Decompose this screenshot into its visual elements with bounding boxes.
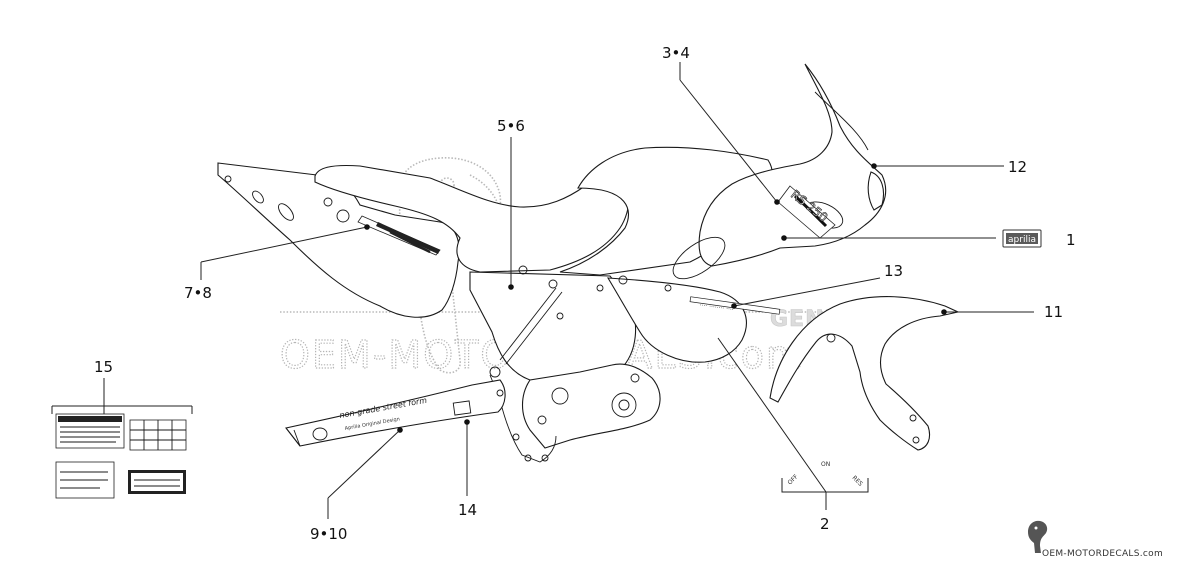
aprilia-badge-text: aprilia (1008, 235, 1036, 245)
footer-bird-icon (1028, 520, 1048, 553)
callout-5-6: 5•6 (497, 117, 525, 135)
callout-12: 12 (1008, 158, 1027, 176)
footer-watermark-text: OEM-MOTORDECALS.com (1042, 549, 1163, 559)
callout-15: 15 (94, 358, 113, 376)
callout-13: 13 (884, 262, 903, 280)
switch-label-off: OFF (786, 473, 800, 487)
leader-lines (51, 62, 1034, 519)
switch-label-res: RES (851, 474, 864, 487)
switch-label-on: ON (821, 461, 830, 468)
svg-text:.... ........ ....: .... ........ .... (699, 300, 734, 312)
callout-7-8: 7•8 (184, 284, 212, 302)
engine-case (489, 363, 661, 463)
front-mudguard (769, 296, 960, 451)
aprilia-badge: aprilia (1002, 229, 1042, 248)
callout-11: 11 (1044, 303, 1063, 321)
callout-9-10: 9•10 (310, 525, 347, 543)
callout-2: 2 (820, 515, 830, 533)
warning-labels (55, 413, 187, 499)
bike-bodywork (217, 63, 887, 385)
callout-1: 1 (1066, 231, 1076, 249)
callout-14: 14 (458, 501, 477, 519)
switch-label: OFF ON RES (781, 461, 869, 493)
callout-numbers: 3•4 5•6 12 1 13 7•8 11 15 14 2 9•10 (94, 44, 1076, 543)
callout-3-4: 3•4 (662, 44, 690, 62)
footer-watermark: OEM-MOTORDECALS.com (1028, 520, 1163, 559)
